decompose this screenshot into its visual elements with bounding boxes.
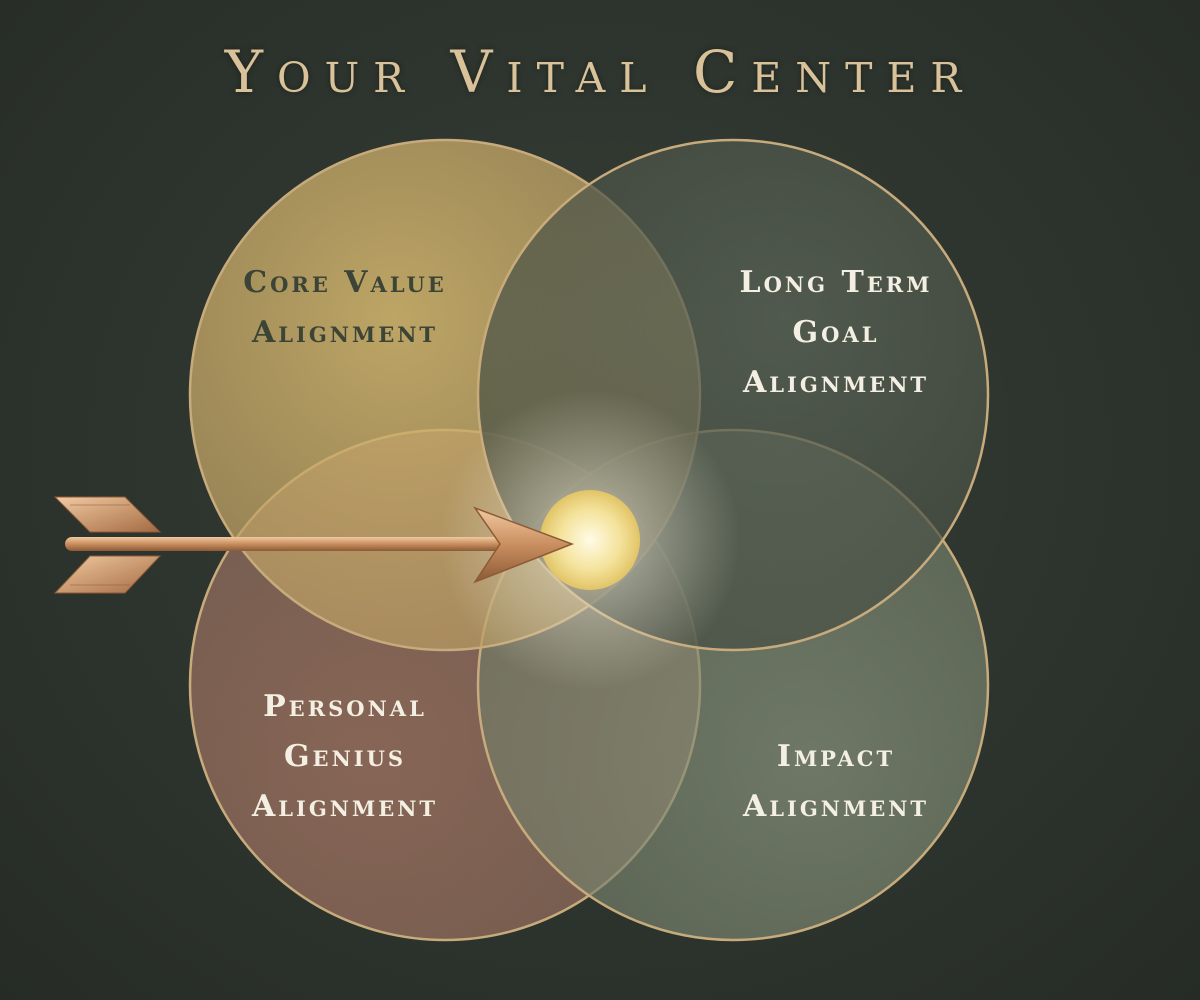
label-personal-genius: Personal Genius Alignment: [251, 689, 439, 824]
label-impact: Impact Alignment: [742, 739, 930, 824]
diagram-title: Your Vital Center: [224, 38, 976, 106]
label-long-term-goal: Long Term Goal Alignment: [739, 265, 933, 400]
label-core-value: Core Value Alignment: [243, 265, 447, 350]
arrow-icon: [53, 496, 575, 594]
vital-center-sun: [540, 490, 640, 590]
